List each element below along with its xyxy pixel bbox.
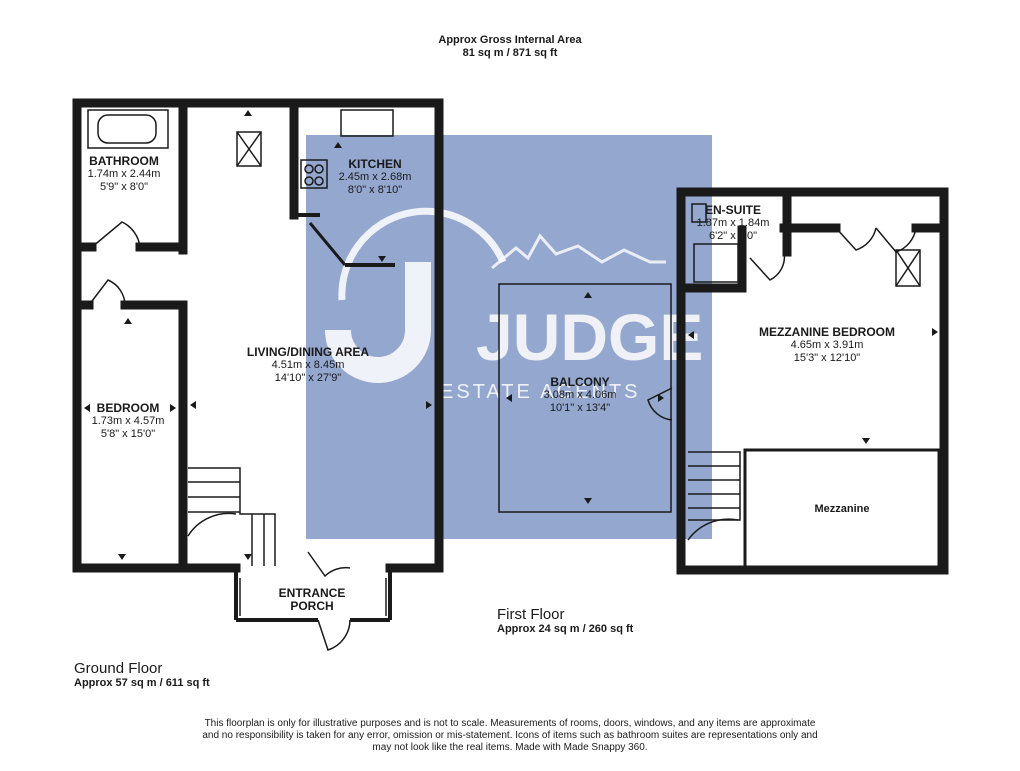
disclaimer: This floorplan is only for illustrative … [160, 718, 860, 754]
room-metric: 4.65m x 3.91m [790, 339, 864, 351]
skylight-icon [236, 131, 262, 167]
room-name: BATHROOM [89, 154, 159, 168]
room-metric: 3.08m x 4.06m [543, 389, 617, 401]
hob-icon [300, 159, 328, 189]
watermark-tagline-text: ESTATE AGENTS [440, 381, 641, 403]
room-name-line2: PORCH [290, 599, 334, 613]
gross-area-header: Approx Gross Internal Area 81 sq m / 871… [0, 34, 1020, 60]
watermark-brand-text: JUDGE [476, 300, 703, 374]
room-metric: 1.74m x 2.44m [87, 168, 161, 180]
gross-area-title: Approx Gross Internal Area [438, 34, 582, 46]
disclaimer-line: may not look like the real items. Made w… [372, 742, 648, 753]
room-name: ENTRANCE [278, 586, 346, 600]
first-floor-title: First Floor [497, 606, 565, 623]
first-floor-fittings [498, 203, 941, 572]
room-mezzanine-bedroom: MEZZANINE BEDROOM 4.65m x 3.91m 15'3" x … [752, 326, 902, 365]
ground-floor-area: Approx 57 sq m / 611 sq ft [74, 677, 210, 689]
first-floor-area: Approx 24 sq m / 260 sq ft [497, 623, 634, 635]
room-imperial: 14'10" x 27'9" [274, 372, 342, 384]
disclaimer-line: This floorplan is only for illustrative … [204, 718, 816, 729]
room-en-suite: EN-SUITE 1.87m x 1.84m 6'2" x 6'0" [688, 204, 778, 243]
ground-floor-fittings [87, 109, 394, 651]
room-imperial: 6'2" x 6'0" [708, 230, 758, 242]
room-imperial: 10'1" x 13'4" [549, 402, 611, 414]
balcony-outline [498, 283, 672, 513]
room-balcony: BALCONY 3.08m x 4.06m 10'1" x 13'4" [530, 376, 630, 415]
shower-icon [693, 243, 739, 283]
room-entrance-porch: ENTRANCE PORCH [262, 587, 362, 613]
ground-floor-walls [72, 98, 444, 573]
room-bathroom: BATHROOM 1.74m x 2.44m 5'9" x 8'0" [80, 155, 168, 194]
room-imperial: 8'0" x 8'10" [347, 184, 403, 196]
room-name: Mezzanine [814, 503, 870, 515]
room-mezzanine: Mezzanine [792, 503, 892, 516]
room-living-dining: LIVING/DINING AREA 4.51m x 8.45m 14'10" … [238, 346, 378, 385]
room-kitchen: KITCHEN 2.45m x 2.68m 8'0" x 8'10" [330, 158, 420, 197]
room-name: EN-SUITE [704, 203, 761, 217]
room-name: MEZZANINE BEDROOM [759, 325, 895, 339]
bath-icon [87, 109, 169, 149]
room-metric: 2.45m x 2.68m [338, 171, 412, 183]
ground-floor-inner-walls [234, 213, 395, 622]
watermark-j-stroke [325, 262, 431, 383]
room-bedroom: BEDROOM 1.73m x 4.57m 5'8" x 15'0" [80, 402, 176, 441]
gross-area-value: 81 sq m / 871 sq ft [462, 47, 558, 59]
room-imperial: 5'9" x 8'0" [99, 181, 149, 193]
ground-floor-title: Ground Floor [74, 660, 163, 677]
watermark-skyline [491, 233, 666, 270]
measurement-markers [84, 110, 938, 560]
room-name: LIVING/DINING AREA [246, 345, 370, 359]
room-name: BALCONY [550, 375, 610, 389]
ground-floor-caption: Ground Floor Approx 57 sq m / 611 sq ft [74, 660, 210, 689]
room-imperial: 5'8" x 15'0" [100, 428, 156, 440]
room-metric: 4.51m x 8.45m [271, 359, 345, 371]
stairs-icon [188, 467, 276, 566]
first-floor-caption: First Floor Approx 24 sq m / 260 sq ft [497, 606, 633, 635]
sink-icon [340, 109, 394, 137]
room-metric: 1.87m x 1.84m [696, 217, 770, 229]
watermark-square [306, 135, 712, 539]
room-name: BEDROOM [96, 401, 160, 415]
room-name: KITCHEN [348, 157, 402, 171]
room-metric: 1.73m x 4.57m [91, 415, 165, 427]
stairs-icon-ff [688, 451, 741, 521]
skylight-icon-ff [895, 249, 921, 287]
first-floor-walls [676, 187, 949, 575]
disclaimer-line: and no responsibility is taken for any e… [202, 730, 818, 741]
room-imperial: 15'3" x 12'10" [793, 352, 861, 364]
mezzanine-platform [743, 448, 941, 569]
